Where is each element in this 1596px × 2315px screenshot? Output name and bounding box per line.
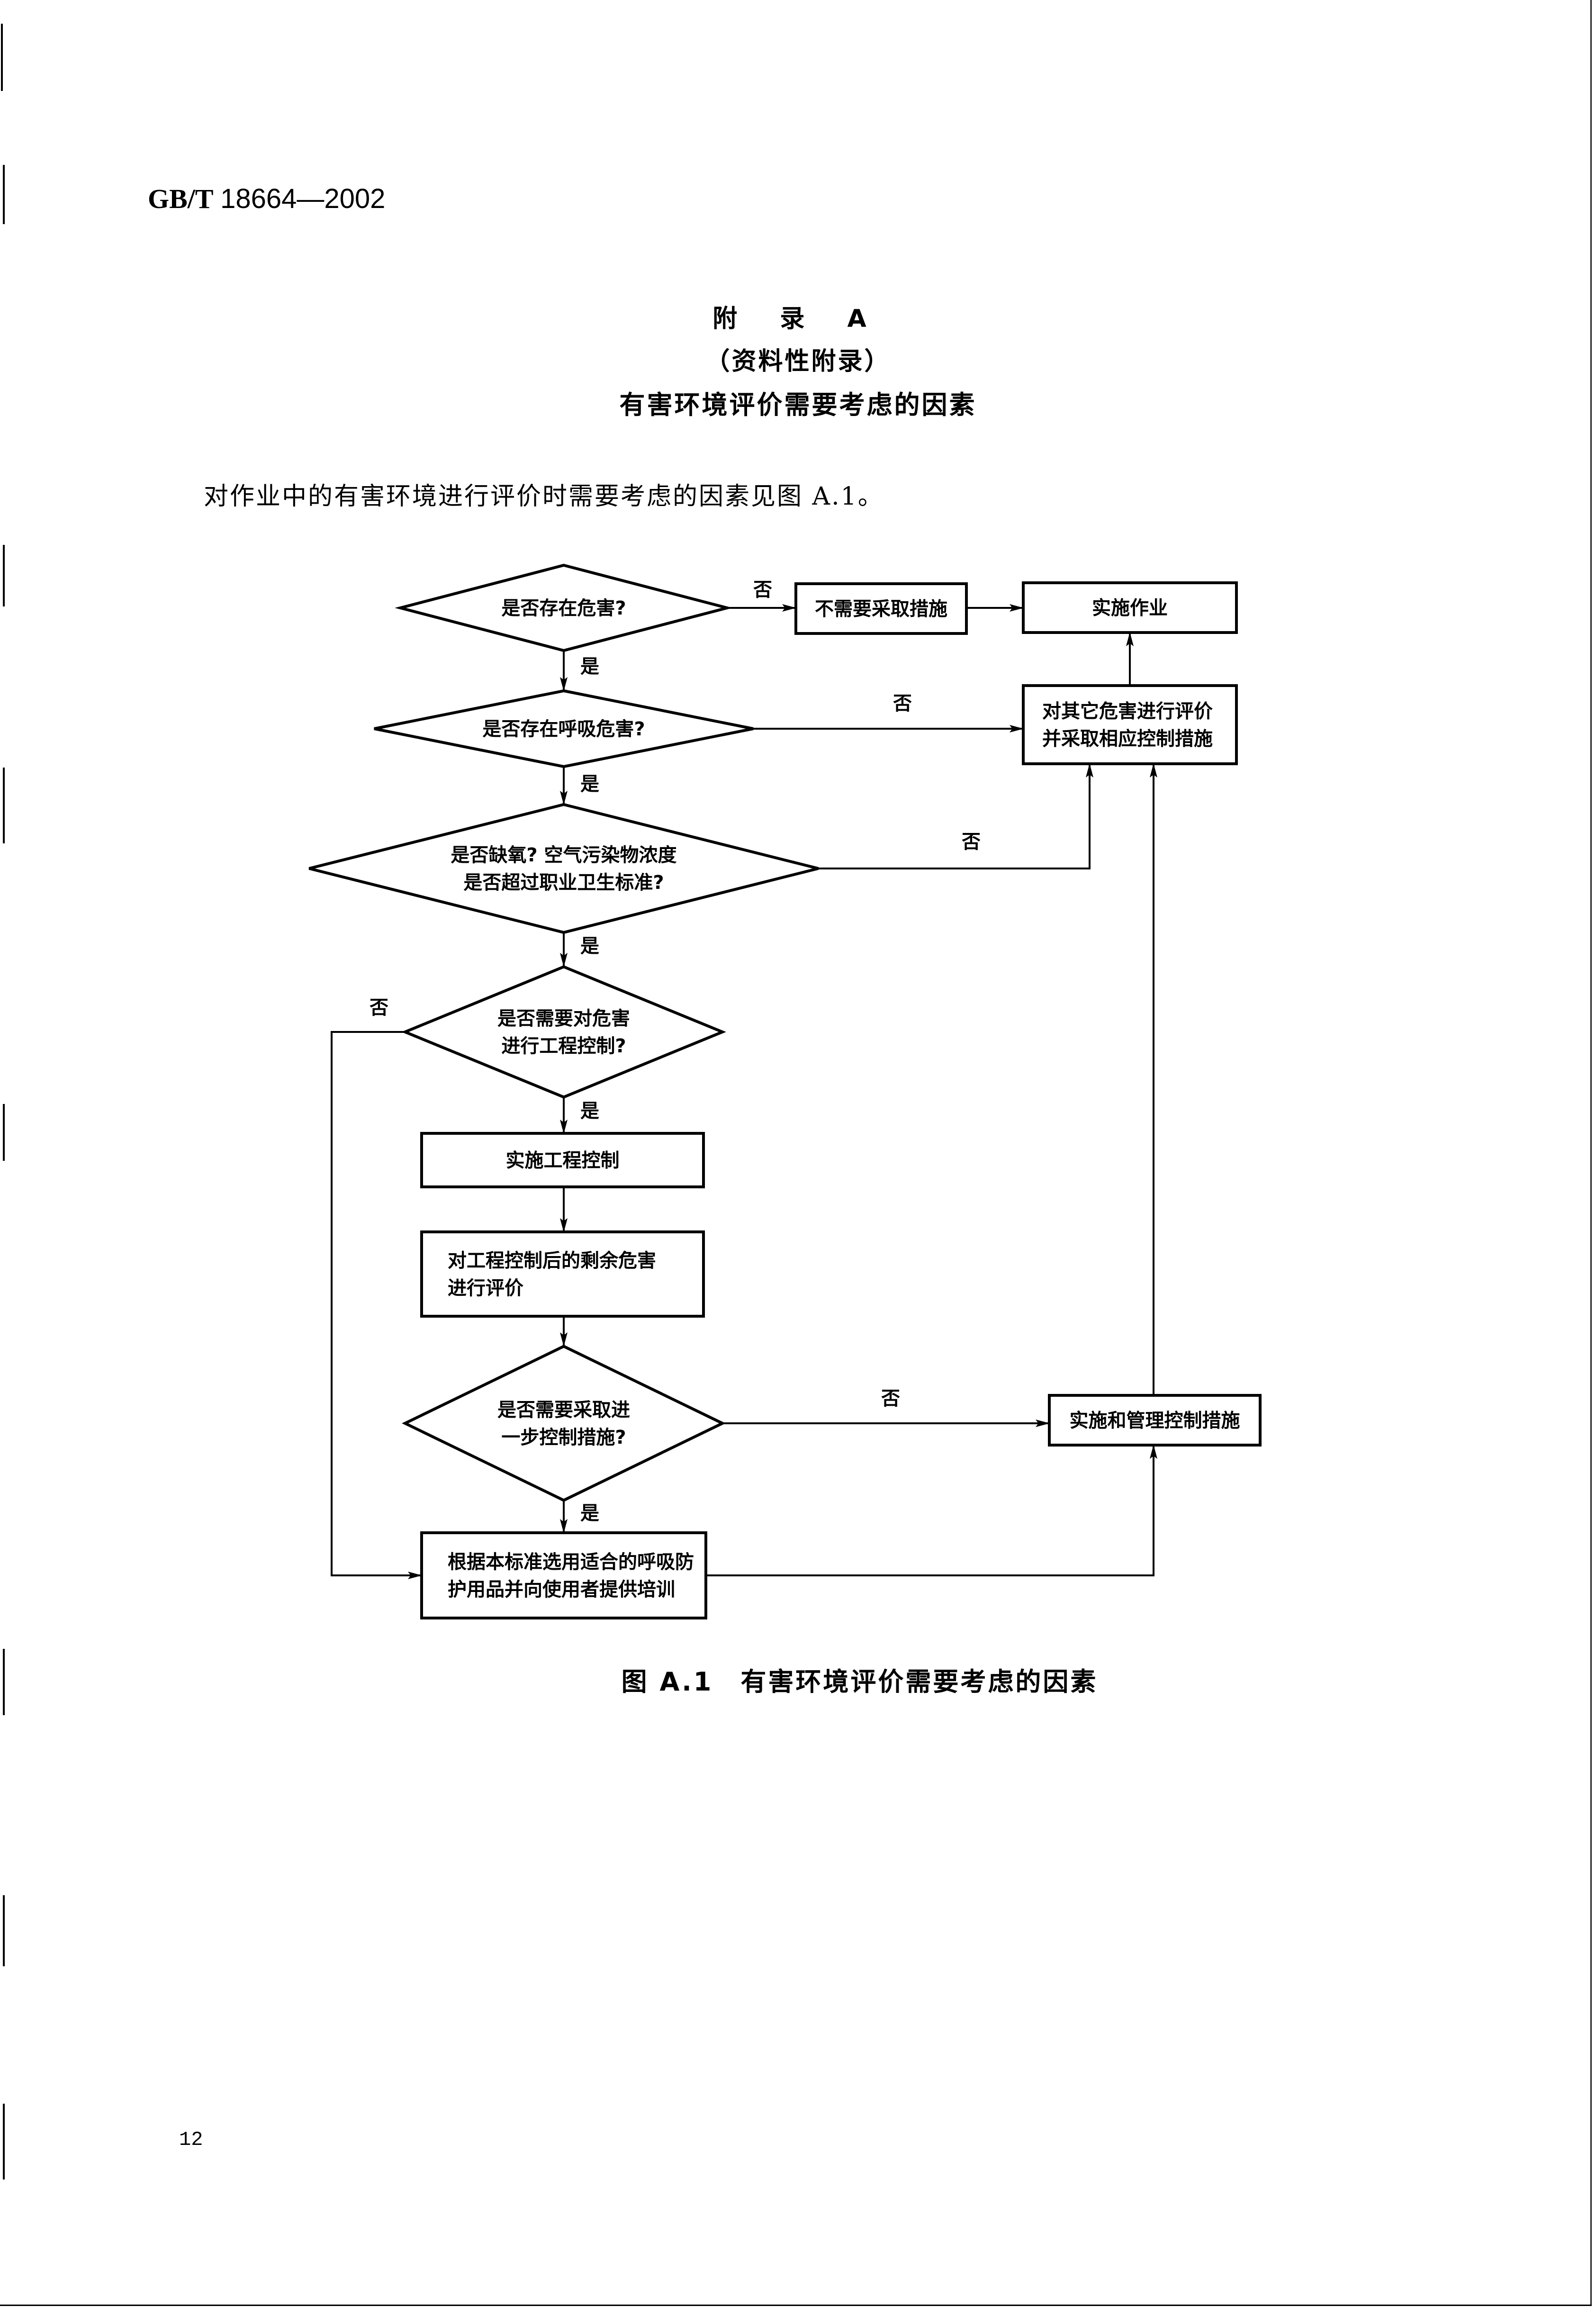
- node-text: 护用品并向使用者提供培训: [448, 1579, 675, 1601]
- scan-left-mark: [3, 545, 5, 606]
- flow-arrow: [706, 1445, 1157, 1576]
- edge-label-yes: 是: [580, 773, 599, 795]
- edge-label-yes: 是: [580, 1100, 599, 1122]
- process-node: 实施工程控制: [420, 1132, 705, 1188]
- edge-label-yes: 是: [580, 656, 599, 678]
- node-text: 实施工程控制: [506, 1150, 620, 1172]
- scan-left-mark: [3, 768, 5, 843]
- node-text: 是否缺氧? 空气污染物浓度: [451, 844, 676, 866]
- process-box: [1022, 684, 1238, 765]
- decision-diamond: [395, 563, 733, 652]
- node-text: 不需要采取措施: [815, 598, 947, 620]
- appendix-type: （资料性附录）: [705, 347, 891, 376]
- appendix-title: 附 录 A: [712, 305, 884, 333]
- decision-diamond: [308, 803, 819, 934]
- decision-diamond: [374, 689, 754, 769]
- node-text: 进行评价: [448, 1277, 523, 1299]
- process-box: [420, 1230, 705, 1318]
- process-node: 实施作业: [1022, 581, 1238, 634]
- process-box: [420, 1132, 705, 1188]
- process-box: [420, 1531, 707, 1619]
- node-text: 根据本标准选用适合的呼吸防: [448, 1551, 694, 1573]
- node-text: 是否超过职业卫生标准?: [463, 872, 664, 894]
- edge-label-yes: 是: [580, 1502, 599, 1524]
- node-text: 对工程控制后的剩余危害: [448, 1250, 656, 1272]
- decision-node: 是否存在危害?: [395, 563, 733, 652]
- scan-left-mark: [3, 1104, 5, 1161]
- process-box: [1022, 581, 1238, 634]
- process-node: 不需要采取措施: [794, 582, 968, 635]
- edge-label-no: 否: [881, 1388, 900, 1410]
- appendix-subject: 有害环境评价需要考虑的因素: [619, 390, 977, 420]
- decision-diamond: [401, 965, 726, 1099]
- scan-left-mark: [3, 1649, 5, 1715]
- node-text: 是否存在呼吸危害?: [482, 718, 645, 740]
- node-text: 是否需要对危害: [497, 1008, 630, 1030]
- figure-caption: 图 A.1 有害环境评价需要考虑的因素: [621, 1667, 1098, 1697]
- node-text: 是否需要采取进: [497, 1399, 630, 1421]
- edge-label-no: 否: [753, 579, 772, 601]
- node-text: 进行工程控制?: [501, 1035, 626, 1057]
- page-number: 12: [179, 2128, 203, 2151]
- flow-arrow: [331, 1031, 422, 1579]
- scan-left-mark: [3, 165, 5, 224]
- edge-label-no: 否: [370, 997, 388, 1019]
- decision-node: 是否存在呼吸危害?: [374, 689, 754, 769]
- node-text: 是否存在危害?: [501, 597, 626, 619]
- node-text: 实施和管理控制措施: [1070, 1410, 1240, 1432]
- process-node: 实施和管理控制措施: [1048, 1394, 1262, 1447]
- node-text: 并采取相应控制措施: [1042, 728, 1213, 750]
- flow-arrow: [818, 763, 1093, 869]
- standard-code: GB/T 18664—2002: [148, 182, 385, 216]
- edge-label-no: 否: [962, 831, 981, 853]
- node-text: 对其它危害进行评价: [1042, 701, 1213, 723]
- scan-bottom-edge: [0, 2305, 1592, 2306]
- standard-code-prefix: GB/T: [148, 183, 214, 214]
- process-box: [1048, 1394, 1262, 1447]
- scan-right-edge: [1590, 0, 1592, 2306]
- scan-left-mark: [3, 2104, 5, 2179]
- standard-code-number: 18664—2002: [220, 183, 386, 214]
- edge-label-no: 否: [893, 693, 912, 714]
- intro-paragraph: 对作业中的有害环境进行评价时需要考虑的因素见图 A.1。: [204, 482, 884, 511]
- edge-label-yes: 是: [580, 935, 599, 957]
- decision-diamond: [402, 1345, 726, 1502]
- node-text: 一步控制措施?: [501, 1427, 626, 1448]
- node-text: 实施作业: [1092, 597, 1168, 619]
- process-box: [794, 582, 968, 635]
- scan-left-mark: [1, 24, 3, 91]
- scan-left-mark: [3, 1895, 5, 1966]
